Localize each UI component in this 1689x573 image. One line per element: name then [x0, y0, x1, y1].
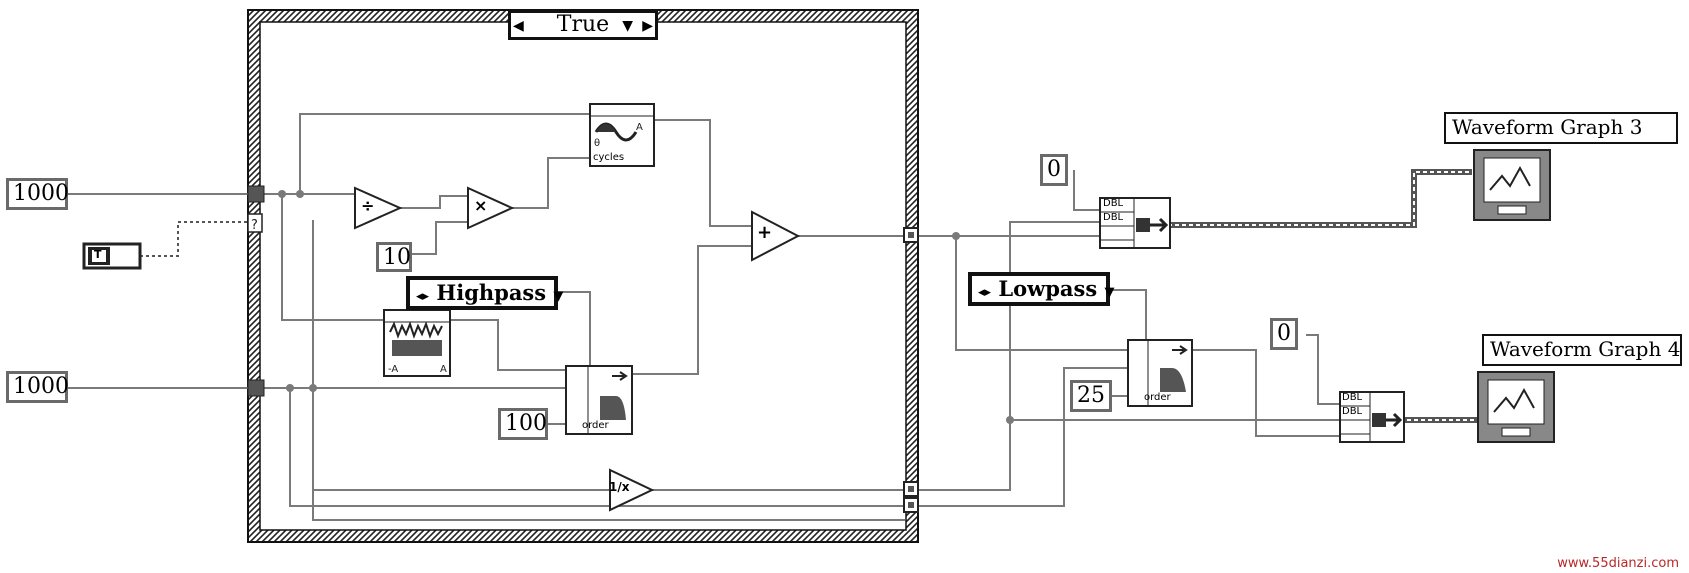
waveform-graph-3-terminal[interactable]	[1473, 149, 1551, 221]
t0-bottom-constant[interactable]: 0	[1270, 318, 1298, 350]
waveform-graph-3-label: Waveform Graph 3	[1444, 112, 1678, 144]
bundle-node-4[interactable]	[1339, 391, 1405, 443]
highpass-type-value: Highpass	[436, 280, 547, 305]
multiply-node[interactable]	[467, 186, 515, 230]
noise-waveform-vi[interactable]: -A A	[383, 309, 451, 377]
samples-bottom-constant[interactable]: 1000	[6, 371, 69, 403]
bundle-3-dbl-1: DBL	[1103, 198, 1124, 209]
reciprocal-node[interactable]	[609, 468, 655, 512]
add-symbol: +	[757, 222, 773, 243]
case-selector[interactable]: ◀ True ▼ ▶	[508, 10, 658, 40]
case-selector-next-icon[interactable]: ▶	[642, 18, 653, 34]
lowpass-order-label: order	[1144, 392, 1171, 403]
boolean-constant[interactable]	[82, 242, 142, 270]
watermark: www.55dianzi.com	[1557, 556, 1679, 571]
bundle-4-dbl-2: DBL	[1342, 406, 1363, 417]
bundle-3-dbl-2: DBL	[1103, 212, 1124, 223]
t0-top-constant[interactable]: 0	[1040, 154, 1068, 186]
lowpass-type-ring[interactable]: ◂▸ Lowpass ▼	[968, 272, 1114, 306]
lowpass-filter-vi[interactable]	[1127, 339, 1193, 407]
samples-top-constant[interactable]: 1000	[6, 178, 69, 210]
lowpass-type-value: Lowpass	[998, 276, 1098, 301]
case-structure[interactable]	[247, 9, 919, 543]
highpass-filter-vi[interactable]	[565, 365, 633, 435]
sine-waveform-vi[interactable]: θ A	[589, 103, 655, 167]
tunnels[interactable]: ?	[247, 185, 919, 513]
svg-text:?: ?	[251, 218, 258, 233]
lowpass-cutoff-constant[interactable]: 25	[1070, 380, 1112, 412]
svg-text:θ: θ	[594, 138, 600, 149]
svg-text:-A: -A	[388, 364, 398, 375]
divide-node[interactable]	[354, 186, 403, 230]
ring-dropdown-icon[interactable]: ▼	[553, 289, 564, 304]
wires	[68, 113, 1340, 521]
highpass-type-ring[interactable]: ◂▸ Highpass ▼	[406, 276, 563, 310]
case-selector-value: True	[556, 12, 610, 37]
highpass-cutoff-constant[interactable]: 100	[498, 408, 548, 440]
multiply-symbol: ×	[474, 196, 488, 215]
case-selector-prev-icon[interactable]: ◀	[513, 18, 524, 34]
divisor-constant[interactable]: 10	[376, 242, 412, 272]
waveform-wires	[1168, 169, 1478, 423]
bundle-node-3[interactable]	[1099, 197, 1171, 249]
highpass-order-label: order	[582, 420, 609, 431]
reciprocal-symbol: 1/x	[609, 480, 630, 494]
boolean-t-label: T	[94, 248, 102, 261]
divide-symbol: ÷	[361, 196, 375, 215]
ring-arrows-icon: ◂▸	[416, 289, 430, 304]
ring-arrows-icon: ◂▸	[978, 285, 992, 300]
waveform-graph-4-label: Waveform Graph 4	[1482, 334, 1682, 366]
svg-text:A: A	[440, 364, 447, 375]
add-node[interactable]	[751, 210, 801, 262]
sine-cycles-label: cycles	[593, 152, 625, 163]
ring-dropdown-icon[interactable]: ▼	[1104, 285, 1115, 300]
svg-text:A: A	[636, 122, 643, 133]
bundle-4-dbl-1: DBL	[1342, 392, 1363, 403]
junctions	[278, 190, 1014, 424]
case-selector-dropdown-icon[interactable]: ▼	[622, 18, 633, 34]
waveform-graph-4-terminal[interactable]	[1477, 371, 1555, 443]
